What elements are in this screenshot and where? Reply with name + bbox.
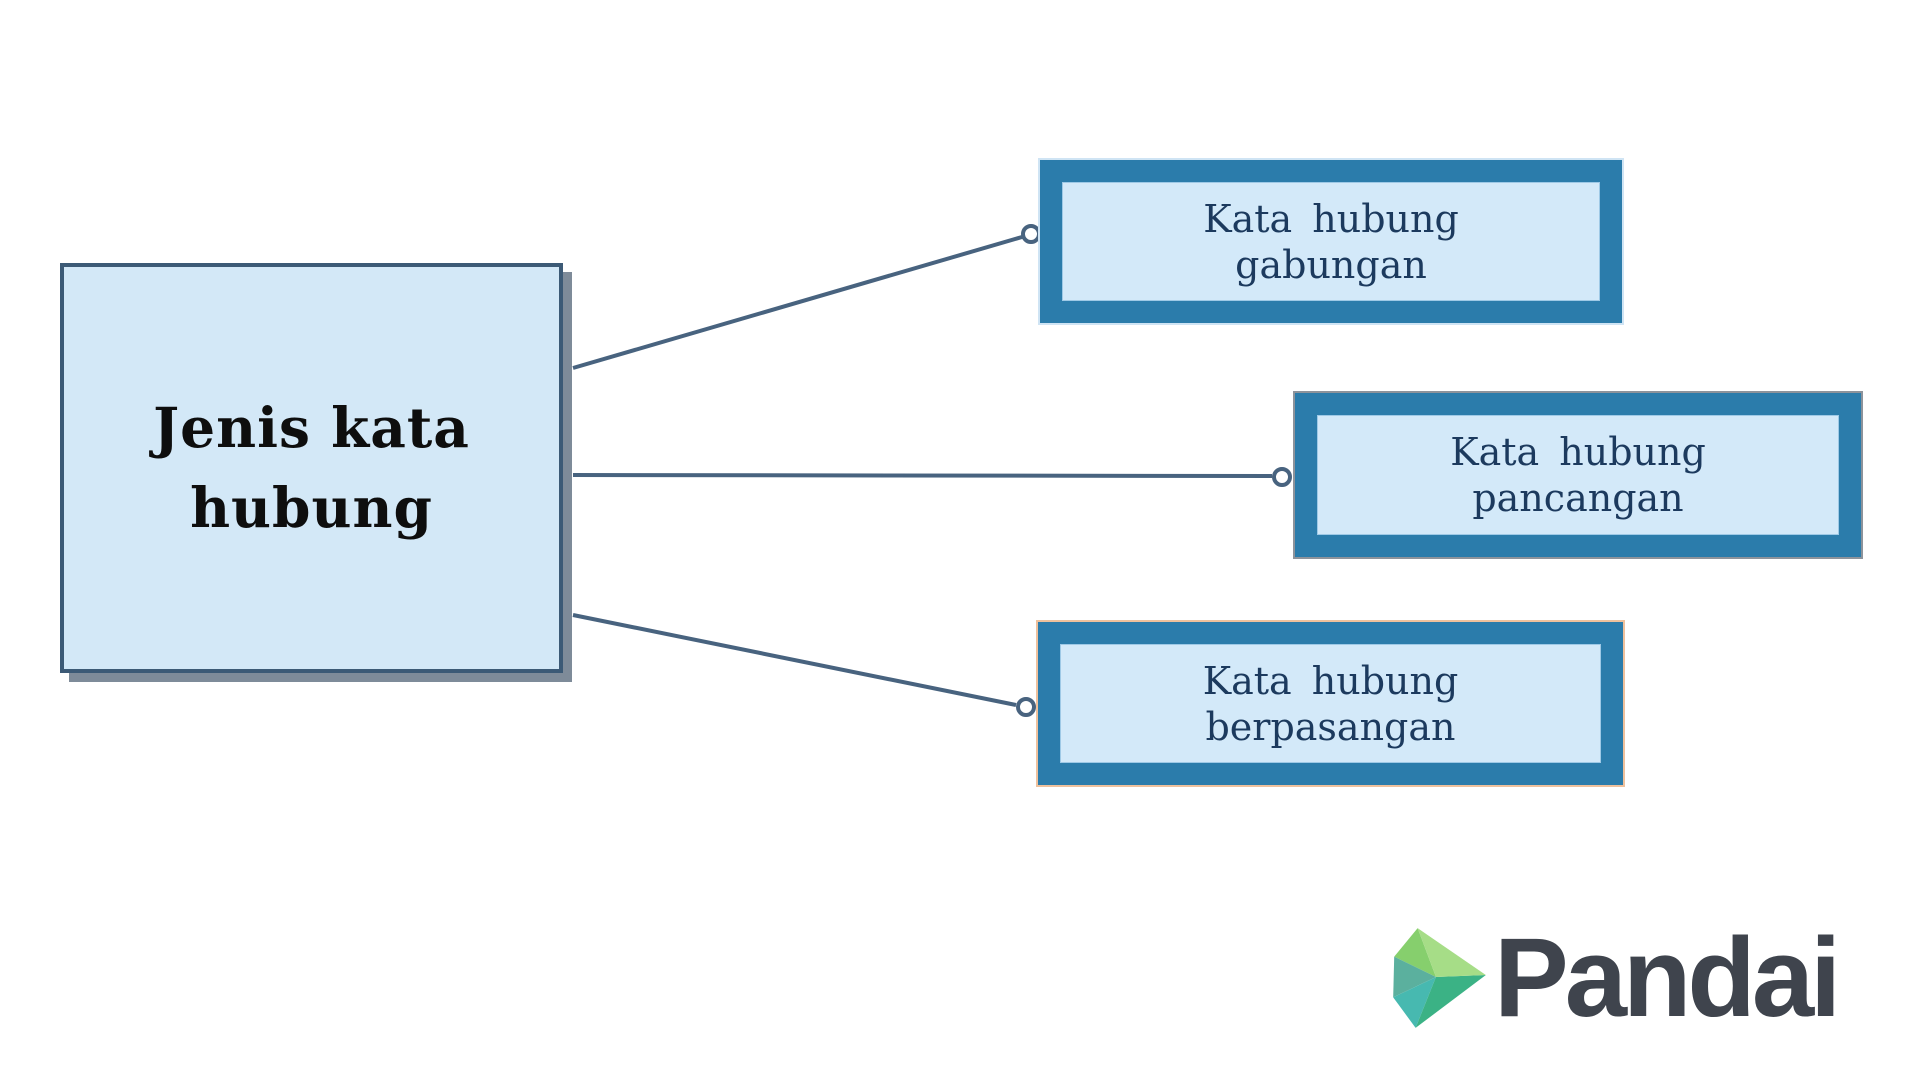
pandai-logo: Pandai [1386,915,1841,1040]
node-kata-hubung-pancangan: Kata hubung pancangan [1293,391,1863,559]
node-kata-hubung-berpasangan-inner: Kata hubung berpasangan [1060,644,1601,763]
connector-line-berpasangan [572,613,1017,707]
root-node-label-line2: hubung [190,475,433,540]
root-node-jenis-kata-hubung: Jenis kata hubung [60,263,563,673]
pandai-logo-text: Pandai [1494,915,1841,1040]
root-node-label-line1: Jenis kata [153,395,470,460]
node-label-line1: Kata hubung [1203,196,1459,241]
connector-endpoint-gabungan [1021,224,1041,244]
node-label-line2: gabungan [1235,242,1427,287]
connector-endpoint-pancangan [1272,467,1292,487]
connector-line-pancangan [572,473,1273,478]
node-kata-hubung-gabungan: Kata hubung gabungan [1038,158,1624,325]
node-kata-hubung-berpasangan: Kata hubung berpasangan [1036,620,1625,787]
connector-line-gabungan [572,235,1023,370]
node-label-line1: Kata hubung [1450,430,1706,474]
connector-endpoint-berpasangan [1016,697,1036,717]
node-kata-hubung-gabungan-inner: Kata hubung gabungan [1062,182,1600,301]
node-kata-hubung-pancangan-inner: Kata hubung pancangan [1317,415,1839,535]
node-label-line1: Kata hubung [1202,658,1459,703]
pandai-logo-icon [1393,928,1486,1028]
node-label-line2: berpasangan [1205,704,1456,749]
node-label-line2: pancangan [1472,476,1684,520]
